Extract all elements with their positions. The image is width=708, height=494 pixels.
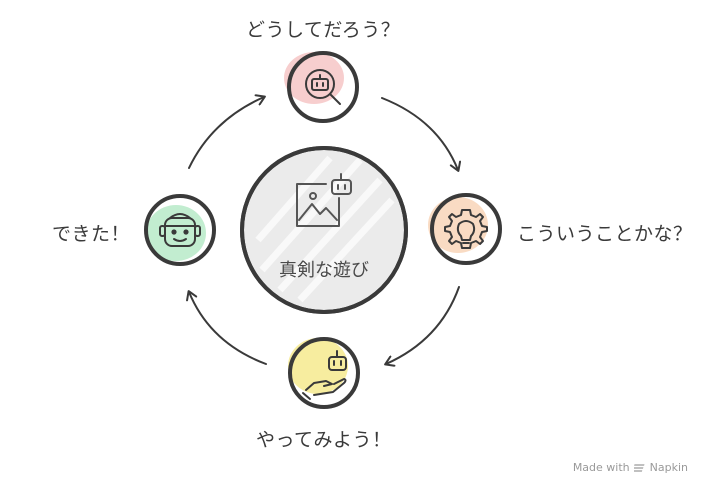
napkin-logo-icon [633,463,645,472]
robot-magnifier-icon [305,69,341,105]
robot-hand-icon [302,350,347,400]
step-label-bottom: やってみよう！ [256,429,392,451]
robot-face-icon [159,213,201,247]
watermark-text: Made with [572,461,630,474]
step-label-right: こういうことかな？ [517,223,693,245]
right-node [428,192,503,266]
arrow-top-to-right [381,97,462,172]
left-node [143,193,217,267]
watermark: Made with Napkin [573,461,688,474]
arrow-bottom-to-left [186,290,267,365]
image-robot-icon [296,173,352,227]
top-node [284,50,360,124]
gear-bulb-icon [444,209,488,249]
arrow-right-to-bottom [384,286,460,367]
bottom-node [287,336,361,410]
step-label-top: どうしてだろう？ [246,19,401,41]
step-label-left: できた！ [52,223,131,245]
center-node [240,146,408,314]
arrow-left-to-top [188,94,266,169]
watermark-brand: Napkin [649,461,688,474]
center-label: 真剣な遊び [279,260,369,281]
